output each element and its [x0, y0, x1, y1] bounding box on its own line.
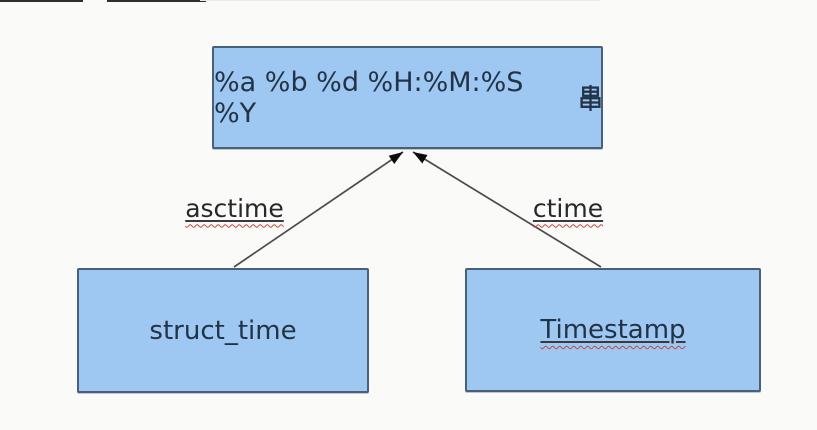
- chuan-string-character-glyph: [580, 84, 601, 111]
- top-edge-line: [107, 0, 206, 2]
- top-edge-faint-line: [200, 0, 600, 1]
- ctime-label-text: ctime: [532, 193, 604, 223]
- timestamp-label: Timestamp: [540, 315, 686, 345]
- struct-time-label: struct_time: [149, 315, 297, 346]
- asctime-label-text: asctime: [185, 193, 284, 223]
- format-string-label: %a %b %d %H:%M:%S %Y: [214, 66, 524, 129]
- top-edge-line: [0, 0, 83, 2]
- edge-label-asctime: asctime: [172, 191, 297, 225]
- edge-label-ctime: ctime: [512, 191, 624, 225]
- timestamp-box: Timestamp: [465, 268, 761, 392]
- struct-time-box: struct_time: [77, 268, 369, 393]
- format-string-box: %a %b %d %H:%M:%S %Y: [212, 46, 603, 149]
